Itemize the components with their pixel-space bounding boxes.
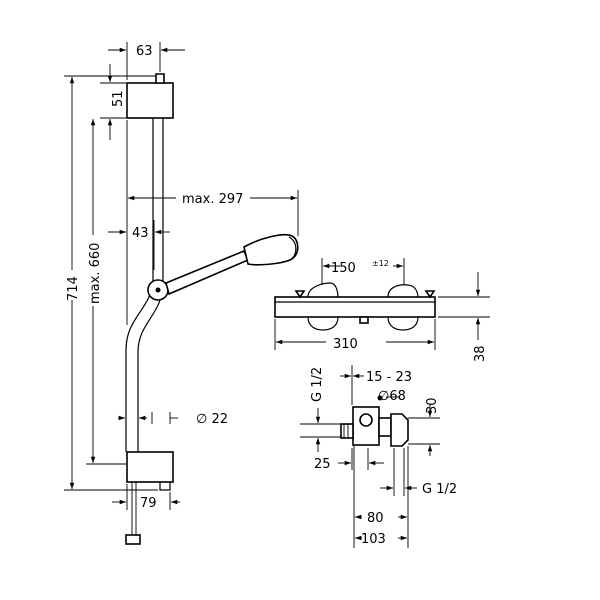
rail-bend	[125, 281, 164, 452]
rail-top-cap	[155, 73, 165, 84]
dim-label-30: 30	[425, 397, 440, 414]
right-eccentric-top	[387, 284, 419, 298]
right-eccentric-bottom	[387, 316, 419, 331]
connector-nut	[378, 417, 392, 437]
dim-label-thread-bottom: G 1/2	[422, 482, 457, 497]
outlet-stub	[359, 316, 369, 324]
dim-label-dia-22: ∅ 22	[196, 412, 228, 427]
dim-label-80: 80	[367, 511, 384, 526]
thermostat-body	[274, 296, 436, 318]
dim-label-thread-top: G 1/2	[310, 367, 325, 402]
connector-port	[359, 413, 373, 427]
hose-nut	[125, 534, 141, 545]
dim-label-103: 103	[361, 532, 386, 547]
hand-shower-head	[243, 233, 299, 266]
left-eccentric-top	[307, 282, 339, 298]
dim-label-63: 63	[136, 44, 153, 59]
top-wall-bracket	[126, 82, 174, 119]
connector-center-mark	[377, 395, 383, 401]
dim-label-38: 38	[473, 345, 488, 362]
dim-label-dia-68: ∅68	[378, 389, 406, 404]
left-eccentric-bottom	[307, 316, 339, 331]
dim-label-15-23: 15 - 23	[366, 370, 412, 385]
dim-label-25: 25	[314, 457, 331, 472]
connector-dimensions: G 1/2 15 - 23 ∅68 30 25 G 1/2 80	[300, 365, 457, 548]
thermostat-detail	[424, 290, 436, 299]
hand-shower-face	[288, 236, 297, 261]
bottom-bracket-cap	[159, 482, 171, 491]
shower-rail-set	[125, 73, 299, 545]
bottom-wall-bracket	[126, 451, 174, 483]
inlet-thread	[340, 423, 354, 439]
rail-upper-straight	[152, 118, 164, 282]
rail-dimensions: 63 51 714 max. 660 max. 297 43	[64, 42, 299, 511]
dim-label-79: 79	[140, 496, 157, 511]
dim-label-714: 714	[66, 276, 81, 301]
connector-eccentric	[390, 413, 409, 447]
dim-label-max-660: max. 660	[88, 243, 103, 304]
dim-label-43: 43	[132, 226, 149, 241]
thermostat-detail	[294, 290, 306, 299]
dim-label-310: 310	[333, 337, 358, 352]
slider-knob-dot	[155, 287, 161, 293]
shower-hose	[131, 482, 137, 535]
thermostat-front-view	[274, 282, 436, 331]
hand-shower-handle	[165, 249, 250, 296]
connector-side-view	[340, 395, 409, 447]
thermostat-front-dimensions: 150 ±12 310 38	[274, 258, 490, 362]
dim-label-51: 51	[111, 90, 126, 107]
dim-label-max-297: max. 297	[182, 192, 243, 207]
dim-label-150: 150	[331, 261, 356, 276]
dim-label-tolerance: ±12	[372, 259, 389, 268]
